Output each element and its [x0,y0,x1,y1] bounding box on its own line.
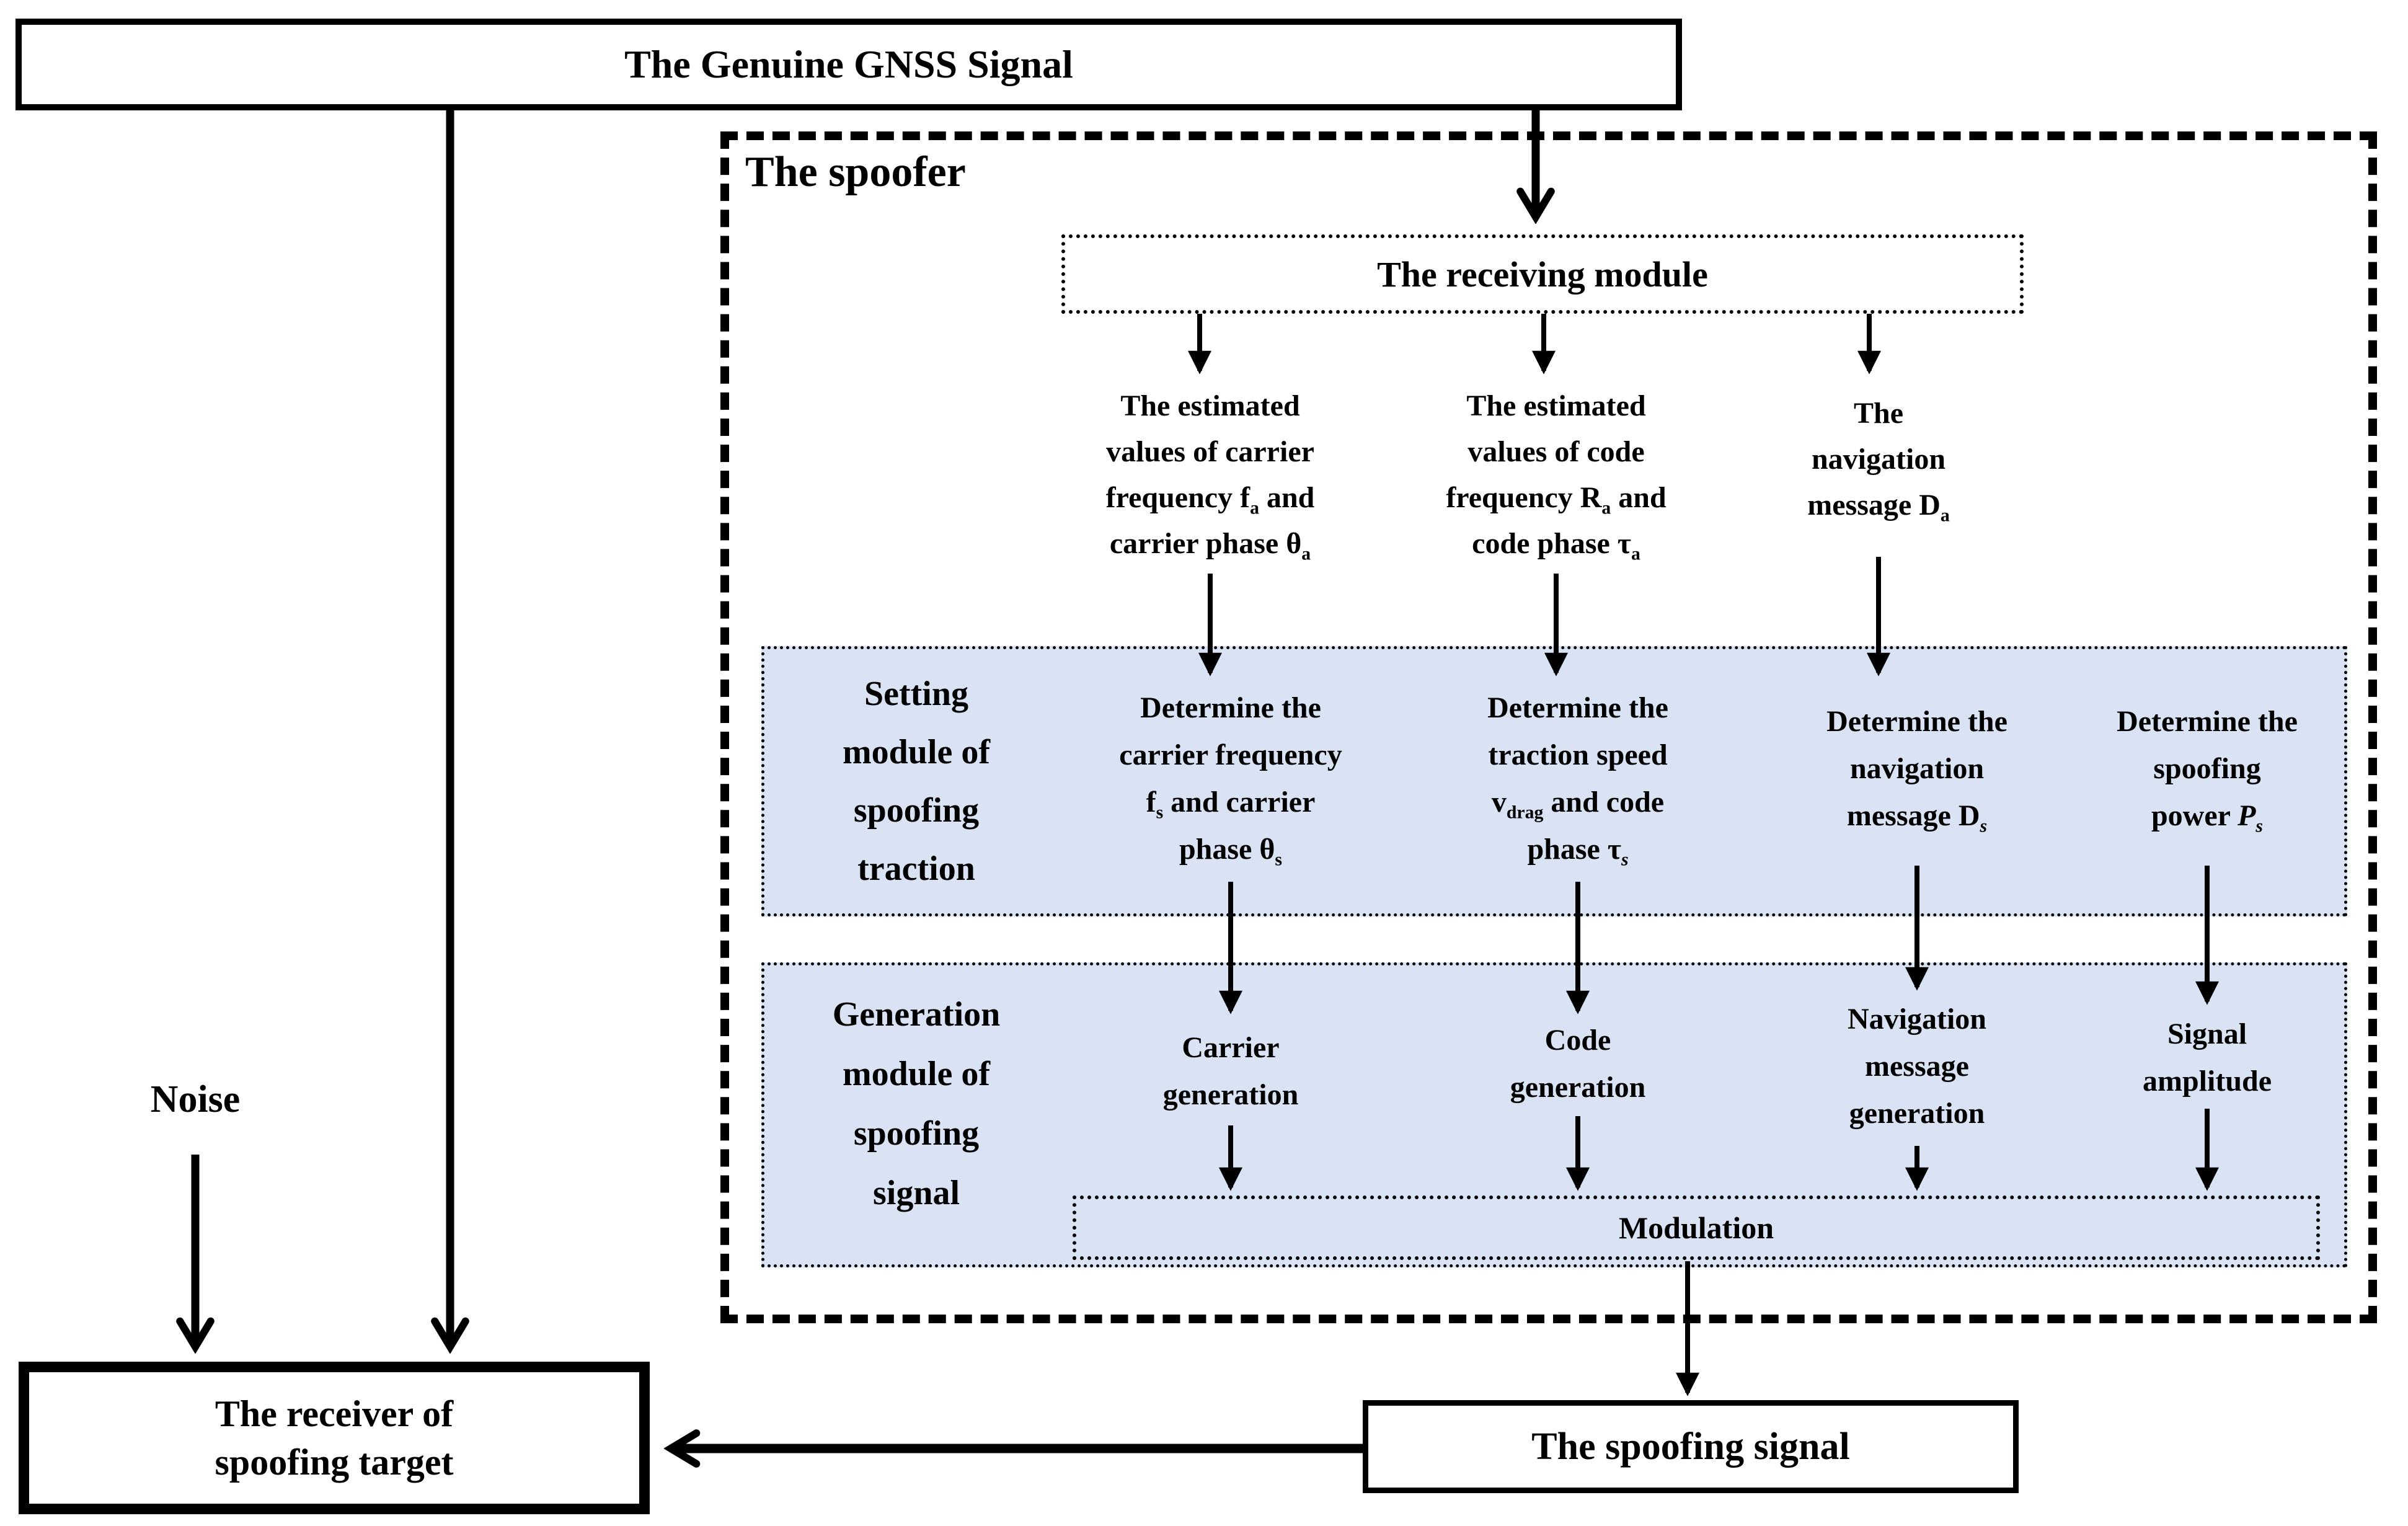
genuine-gnss-signal-box: The Genuine GNSS Signal [15,19,1682,110]
receiving-module-box: The receiving module [1061,234,2024,314]
modulation-box: Modulation [1073,1196,2320,1260]
setting-module-box [761,646,2347,916]
spoofing-signal-label: The spoofing signal [1531,1425,1850,1468]
receiving-module-label: The receiving module [1377,254,1708,295]
spoofer-container [720,131,2377,1323]
spoofing-signal-box: The spoofing signal [1363,1400,2019,1493]
generation-module-box [761,962,2347,1267]
genuine-gnss-signal-label: The Genuine GNSS Signal [624,42,1073,86]
noise-label: Noise [150,1078,241,1120]
spoofer-title: The spoofer [745,148,966,196]
modulation-label: Modulation [1618,1210,1774,1245]
